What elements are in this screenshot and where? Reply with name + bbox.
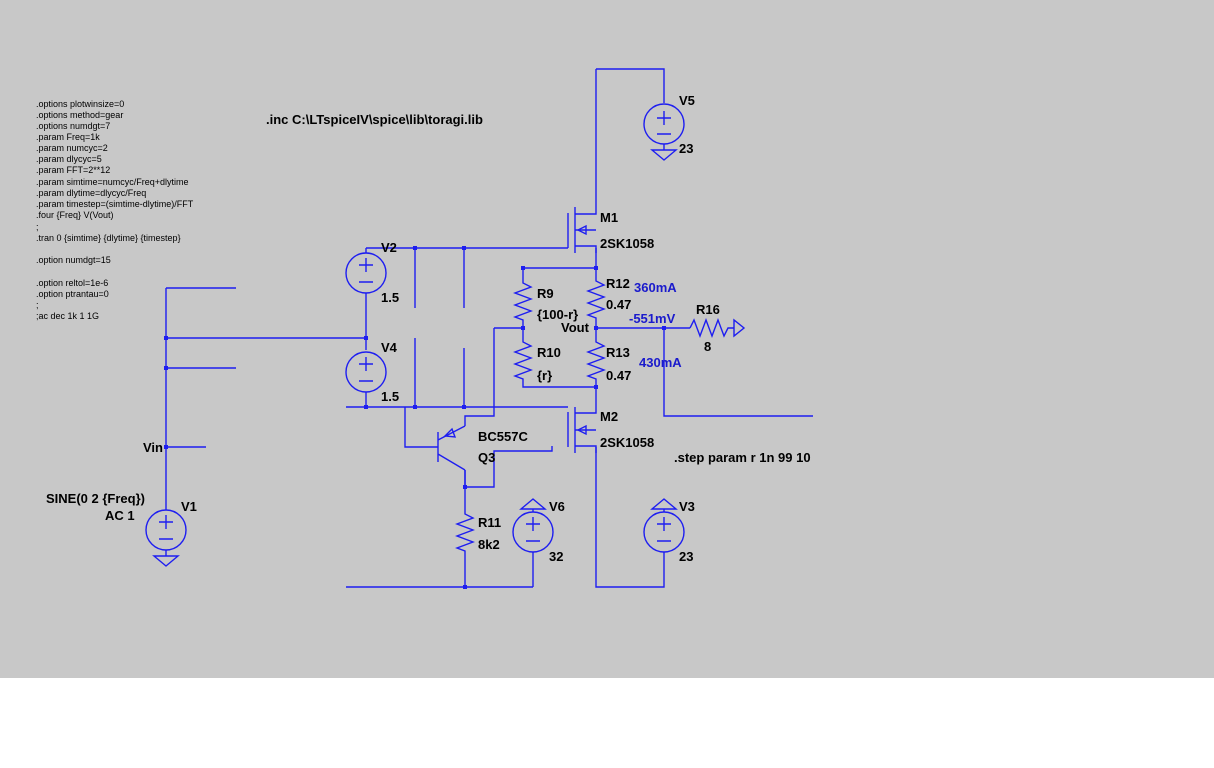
directive-line: .option reltol=1e-6	[36, 278, 108, 288]
directive-line: .four {Freq} V(Vout)	[36, 210, 114, 220]
voltage-source-v3[interactable]: V3 23	[643, 498, 695, 564]
directive-line: .param dlytime=dlycyc/Freq	[36, 188, 146, 198]
v5-name: V5	[679, 93, 695, 108]
r16-name: R16	[696, 302, 720, 317]
directive-line: .param numcyc=2	[36, 143, 108, 153]
m2-name: M2	[600, 409, 618, 424]
r9-value: {100-r}	[537, 307, 578, 322]
net-label-vout: Vout	[561, 320, 590, 335]
directive-line: .tran 0 {simtime} {dlytime} {timestep}	[36, 233, 181, 243]
voltage-source-v2[interactable]: V2 1.5	[345, 240, 399, 305]
include-directive[interactable]: .inc C:\LTspiceIV\spice\lib\toragi.lib	[266, 112, 483, 127]
voltage-source-v1[interactable]: V1 SINE(0 2 {Freq}) AC 1	[46, 491, 197, 567]
step-directive[interactable]: .step param r 1n 99 10	[674, 450, 811, 465]
r12-value: 0.47	[606, 297, 631, 312]
directive-line: .param simtime=numcyc/Freq+dlytime	[36, 177, 189, 187]
v3-name: V3	[679, 499, 695, 514]
resistor-r12[interactable]: R12 0.47	[586, 276, 631, 320]
r13-name: R13	[606, 345, 630, 360]
v1-value: SINE(0 2 {Freq})	[46, 491, 145, 506]
directive-line: .param Freq=1k	[36, 132, 100, 142]
r16-value: 8	[704, 339, 711, 354]
resistor-r10[interactable]: R10 {r}	[513, 338, 561, 383]
schematic-background	[0, 0, 1214, 678]
r11-value: 8k2	[478, 537, 500, 552]
current-annotation-r13: 430mA	[639, 355, 682, 370]
m1-model: 2SK1058	[600, 236, 654, 251]
r13-value: 0.47	[606, 368, 631, 383]
resistor-r16[interactable]: R16 8	[689, 302, 746, 354]
v4-name: V4	[381, 340, 398, 355]
mosfet-m1[interactable]: M1 2SK1058	[567, 207, 654, 253]
mosfet-m2[interactable]: M2 2SK1058	[567, 407, 654, 453]
current-annotation-r12: 360mA	[634, 280, 677, 295]
v5-value: 23	[679, 141, 693, 156]
v6-value: 32	[549, 549, 563, 564]
spice-directives[interactable]: .options plotwinsize=0 .options method=g…	[36, 99, 194, 321]
voltage-source-v4[interactable]: V4 1.5	[345, 340, 399, 404]
resistor-r9[interactable]: R9 {100-r}	[513, 277, 578, 324]
directive-line: .option ptrantau=0	[36, 289, 109, 299]
m1-name: M1	[600, 210, 618, 225]
bjt-q3[interactable]: BC557C Q3	[437, 425, 528, 471]
v4-value: 1.5	[381, 389, 399, 404]
junctions	[164, 246, 666, 589]
resistor-r13[interactable]: R13 0.47	[586, 338, 631, 383]
directive-line: .options method=gear	[36, 110, 123, 120]
v2-name: V2	[381, 240, 397, 255]
directive-line: .param timestep=(simtime-dlytime)/FFT	[36, 199, 194, 209]
voltage-source-v5[interactable]: V5 23	[643, 90, 695, 161]
m2-model: 2SK1058	[600, 435, 654, 450]
voltage-annotation-vout: -551mV	[629, 311, 676, 326]
r11-name: R11	[478, 515, 501, 530]
directive-line: .param FFT=2**12	[36, 165, 110, 175]
directive-line: .param dlycyc=5	[36, 154, 102, 164]
v3-value: 23	[679, 549, 693, 564]
resistor-r11[interactable]: R11 8k2	[455, 510, 501, 556]
wires	[165, 68, 813, 588]
v1-ac: AC 1	[105, 508, 135, 523]
r9-name: R9	[537, 286, 554, 301]
r12-name: R12	[606, 276, 630, 291]
v6-name: V6	[549, 499, 565, 514]
directive-line: .options plotwinsize=0	[36, 99, 124, 109]
q3-model: BC557C	[478, 429, 528, 444]
directive-line: ;	[36, 300, 39, 310]
directive-line: .options numdgt=7	[36, 121, 110, 131]
r10-name: R10	[537, 345, 561, 360]
net-label-vin: Vin	[143, 440, 163, 455]
voltage-source-v6[interactable]: V6 32	[512, 498, 565, 564]
q3-name: Q3	[478, 450, 495, 465]
directive-line: ;ac dec 1k 1 1G	[36, 311, 99, 321]
below-canvas-area	[0, 678, 1214, 768]
v1-name: V1	[181, 499, 197, 514]
v2-value: 1.5	[381, 290, 399, 305]
directive-line: ;	[36, 222, 39, 232]
r10-value: {r}	[537, 368, 552, 383]
directive-line: .option numdgt=15	[36, 255, 111, 265]
